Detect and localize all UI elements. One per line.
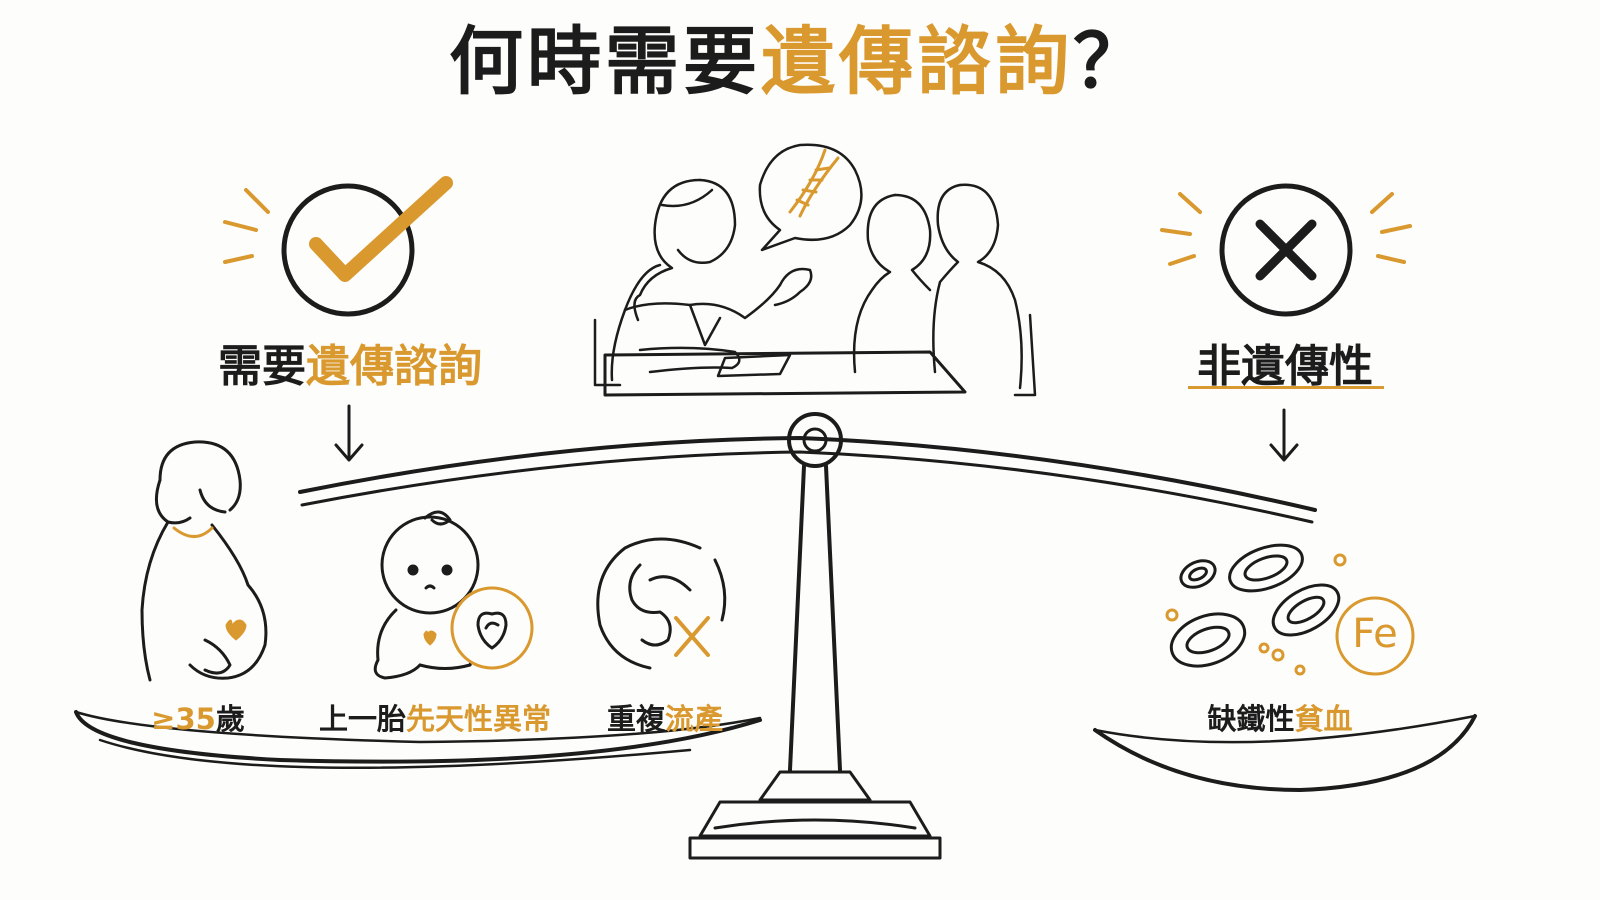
- left-item-age: ≥35歲: [128, 696, 268, 738]
- right-heading: 非遺傳性: [1197, 341, 1373, 392]
- cross-icon: [1160, 183, 1412, 317]
- left-heading: 需要遺傳諮詢: [160, 330, 540, 394]
- title-part-1: 何時需要: [449, 19, 761, 105]
- miscarriage-suffix: 流產: [665, 702, 724, 736]
- age-unit: 歲: [215, 702, 245, 736]
- right-item-anemia: 缺鐵性貧血: [1170, 696, 1390, 738]
- anemia-suffix: 貧血: [1294, 702, 1353, 736]
- left-heading-part-2: 遺傳諮詢: [306, 341, 482, 392]
- counseling-scene-icon: [593, 143, 1037, 397]
- page-title: 何時需要遺傳諮詢？: [0, 19, 1600, 105]
- congenital-prefix: 上一胎: [318, 702, 406, 736]
- baby-heart-icon: [373, 510, 534, 680]
- title-part-3: ？: [1073, 19, 1151, 105]
- miscarriage-prefix: 重複: [606, 702, 665, 736]
- right-heading-underline: [1188, 386, 1384, 389]
- arrow-down-icon-left: [334, 404, 364, 462]
- anemia-prefix: 缺鐵性: [1207, 702, 1295, 736]
- pregnant-woman-icon: [140, 440, 268, 682]
- arrow-down-icon-right: [1269, 408, 1299, 462]
- balance-scale-icon: [74, 412, 1477, 860]
- left-item-congenital: 上一胎先天性異常: [300, 696, 570, 738]
- congenital-suffix: 先天性異常: [406, 702, 552, 736]
- red-blood-cells-icon: [1165, 543, 1415, 676]
- dna-icon: [788, 148, 840, 218]
- left-heading-part-1: 需要: [218, 341, 306, 392]
- title-part-2: 遺傳諮詢: [761, 19, 1073, 105]
- check-icon: [223, 176, 453, 317]
- fetus-cross-icon: [596, 537, 727, 670]
- left-item-miscarriage: 重複流產: [590, 696, 740, 738]
- age-value: ≥35: [151, 702, 216, 736]
- fe-badge: Fe: [1352, 611, 1398, 657]
